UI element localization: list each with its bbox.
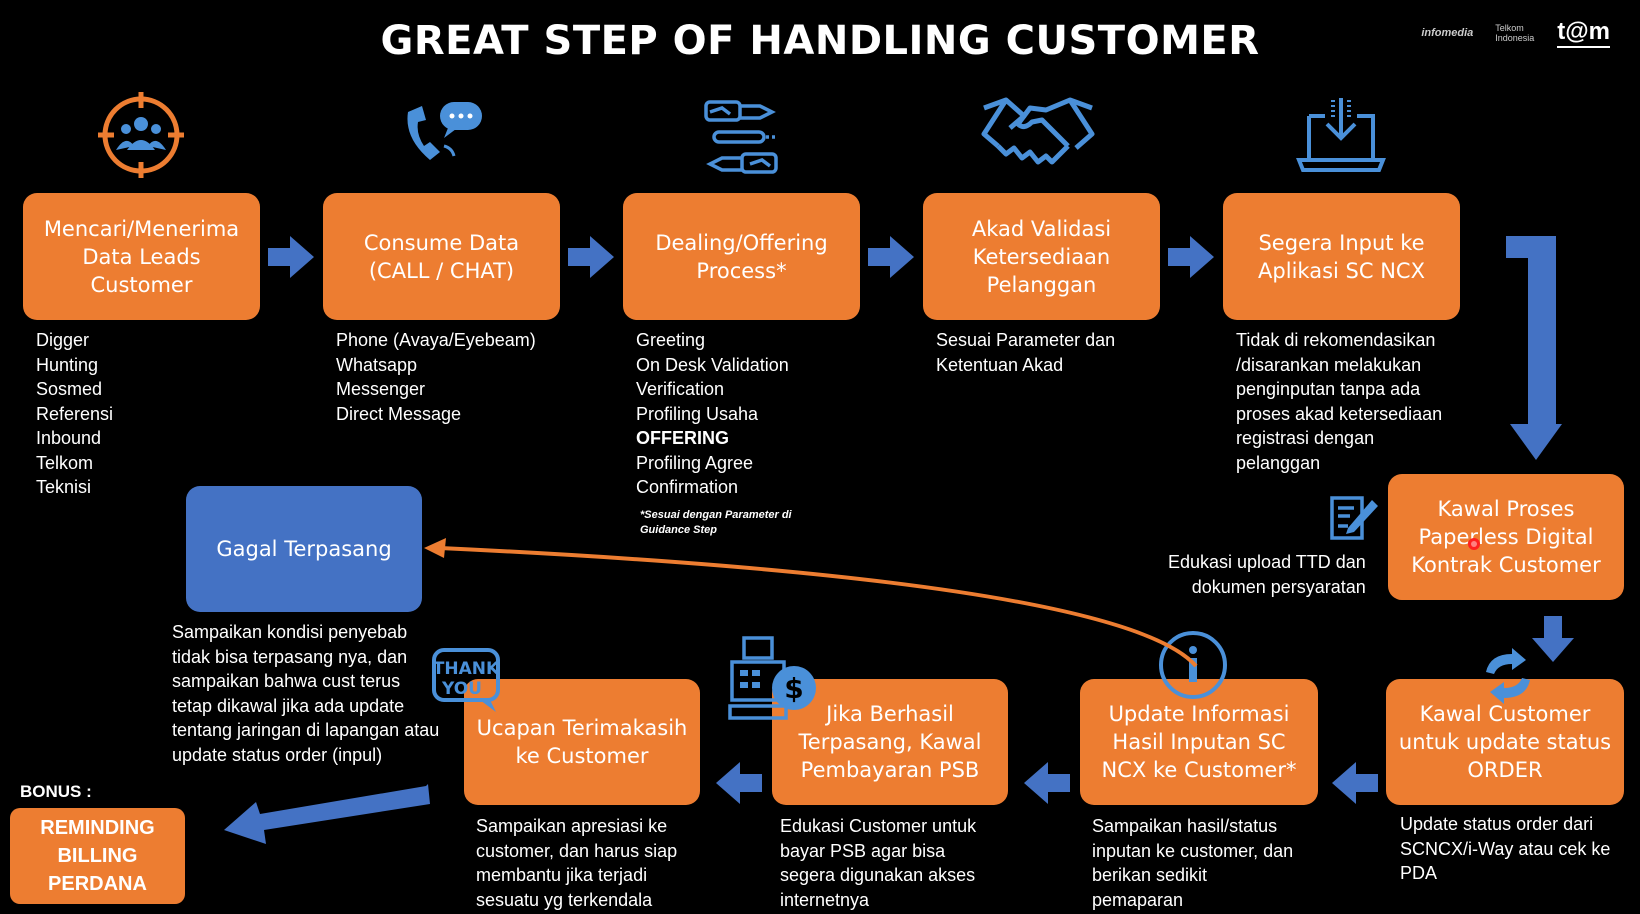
target-group-icon bbox=[98, 92, 184, 178]
laptop-download-icon bbox=[1296, 98, 1386, 172]
tam-logo: t@m bbox=[1557, 18, 1610, 48]
step-10-box: Ucapan Terimakasih ke Customer bbox=[464, 679, 700, 805]
logo-bar: infomedia Telkom Indonesia t@m bbox=[1421, 18, 1610, 48]
arrow-bend-down bbox=[1506, 236, 1562, 460]
step-3-desc-post: Profiling Agree Confirmation bbox=[636, 452, 754, 498]
step-5-box: Segera Input ke Aplikasi SC NCX bbox=[1223, 193, 1460, 320]
document-sign-icon bbox=[1330, 496, 1378, 540]
refresh-icon bbox=[1486, 648, 1530, 704]
arrow-right-3 bbox=[868, 236, 914, 278]
step-6-desc: Edukasi upload TTD dan dokumen persyarat… bbox=[1168, 552, 1366, 597]
info-icon bbox=[1159, 631, 1227, 699]
deal-hands-icon bbox=[704, 100, 778, 174]
step-3-note: *Sesuai dengan Parameter di Guidance Ste… bbox=[640, 509, 792, 536]
svg-text:THANK: THANK bbox=[433, 659, 500, 679]
fail-box: Gagal Terpasang bbox=[186, 486, 422, 612]
cash-register-icon: $ bbox=[728, 636, 816, 720]
step-8-box: Update Informasi Hasil Inputan SC NCX ke… bbox=[1080, 679, 1318, 805]
step-3-desc-pre: Greeting On Desk Validation Verification… bbox=[636, 330, 789, 424]
arrow-left-3 bbox=[716, 762, 762, 804]
handshake-icon bbox=[981, 97, 1095, 165]
step-3-desc-bold: OFFERING bbox=[636, 428, 729, 448]
step-2-box: Consume Data (CALL / CHAT) bbox=[323, 193, 560, 320]
infomedia-logo: infomedia bbox=[1421, 27, 1474, 39]
page-title: GREAT STEP OF HANDLING CUSTOMER bbox=[380, 18, 1260, 64]
step-1-box: Mencari/Menerima Data Leads Customer bbox=[23, 193, 260, 320]
arrow-right-1 bbox=[268, 236, 314, 278]
thank-you-icon: THANK YOU bbox=[432, 648, 500, 712]
svg-text:$: $ bbox=[784, 672, 803, 705]
step-7-desc: Update status order dari SCNCX/i-Way ata… bbox=[1400, 814, 1611, 883]
step-8-desc: Sampaikan hasil/status inputan ke custom… bbox=[1092, 816, 1294, 910]
phone-chat-icon bbox=[407, 102, 482, 160]
fail-desc: Sampaikan kondisi penyebab tidak bisa te… bbox=[172, 622, 440, 765]
arrow-left-2 bbox=[1024, 762, 1070, 804]
arrow-down-7 bbox=[1532, 616, 1574, 662]
step-2-desc: Phone (Avaya/Eyebeam) Whatsapp Messenger… bbox=[336, 330, 536, 424]
step-3-box: Dealing/Offering Process* bbox=[623, 193, 860, 320]
arrow-right-4 bbox=[1168, 236, 1214, 278]
svg-text:YOU: YOU bbox=[441, 679, 482, 699]
bonus-arrow bbox=[224, 784, 430, 844]
arrow-right-2 bbox=[568, 236, 614, 278]
step-6-box: Kawal Proses Paperless Digital Kontrak C… bbox=[1388, 474, 1624, 600]
step-3-desc: Greeting On Desk Validation Verification… bbox=[636, 328, 789, 500]
arrow-left-1 bbox=[1332, 762, 1378, 804]
step-9-desc: Edukasi Customer untuk bayar PSB agar bi… bbox=[780, 816, 977, 910]
step-4-box: Akad Validasi Ketersediaan Pelanggan bbox=[923, 193, 1160, 320]
step-10-desc: Sampaikan apresiasi ke customer, dan har… bbox=[476, 816, 678, 910]
step-7-box: Kawal Customer untuk update status ORDER bbox=[1386, 679, 1624, 805]
step-1-desc: Digger Hunting Sosmed Referensi Inbound … bbox=[36, 330, 114, 497]
laser-pointer-dot bbox=[1468, 538, 1480, 550]
bonus-label: BONUS : bbox=[20, 782, 92, 801]
step-4-desc: Sesuai Parameter dan Ketentuan Akad bbox=[936, 330, 1116, 375]
step-5-desc: Tidak di rekomendasikan /disarankan mela… bbox=[1236, 330, 1443, 473]
bonus-box: REMINDING BILLING PERDANA bbox=[10, 808, 185, 904]
telkom-logo: Telkom Indonesia bbox=[1495, 23, 1535, 43]
